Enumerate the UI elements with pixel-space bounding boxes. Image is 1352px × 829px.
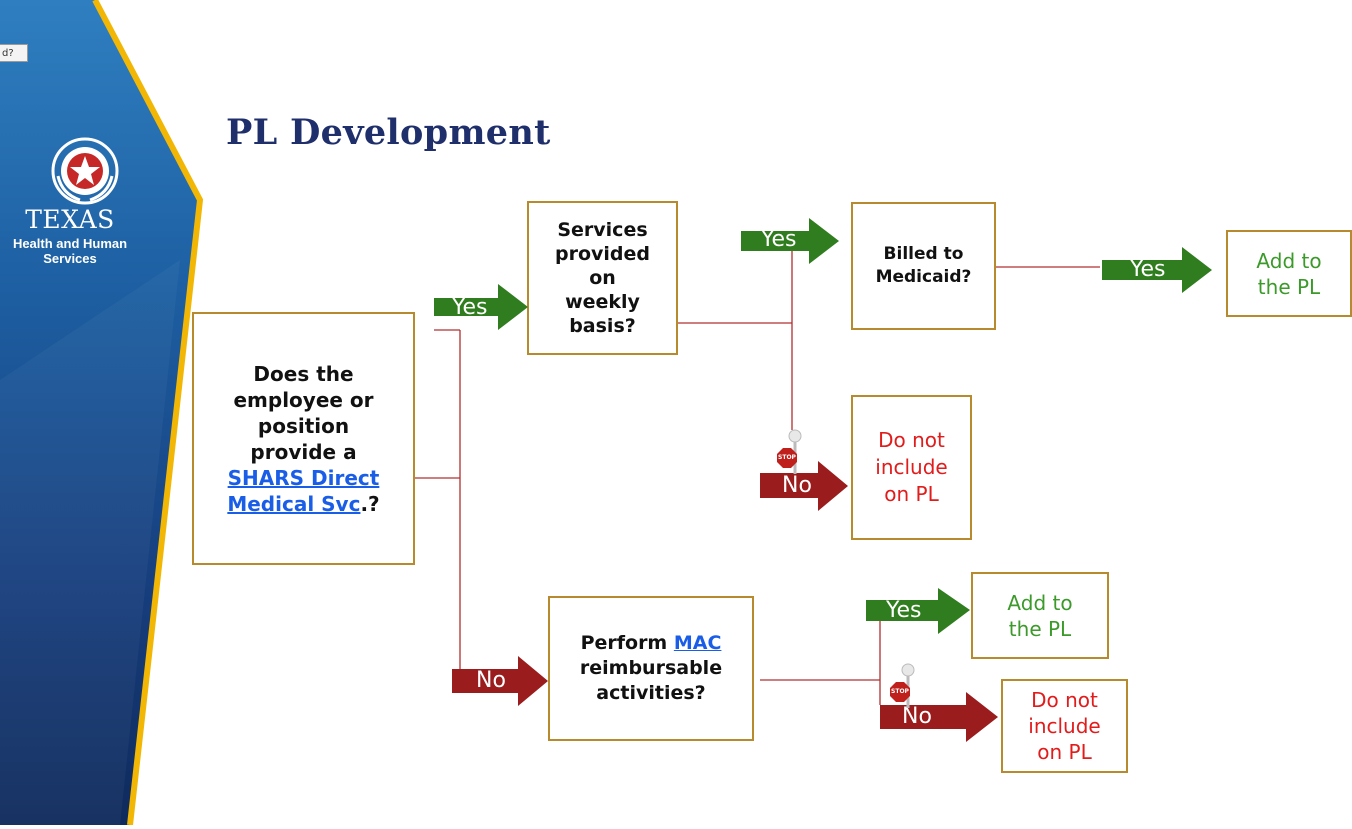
- tooltip-fragment: d?: [0, 44, 28, 62]
- mac-line2: reimbursable: [579, 657, 723, 679]
- do-not-include-box-2: Do not include on PL: [1001, 679, 1128, 773]
- noinc1-line3: on PL: [884, 482, 939, 506]
- yes-arrow-1: Yes: [434, 284, 528, 330]
- yes-arrow-3: Yes: [1102, 247, 1212, 293]
- shars-direct-link[interactable]: SHARS Direct: [227, 465, 380, 490]
- noinc1-line1: Do not: [878, 428, 945, 452]
- mac-prefix: Perform: [580, 632, 674, 654]
- yes-arrow-2-label: Yes: [761, 227, 797, 252]
- weekly-line5: basis?: [569, 315, 636, 337]
- weekly-line2: provided: [554, 243, 650, 265]
- logo-hhs-text-line1: Health and Human: [12, 236, 128, 251]
- no-arrow-2-shape: [452, 656, 548, 706]
- start-line1: Does the: [253, 361, 354, 386]
- yes-arrow-4: Yes: [866, 588, 970, 634]
- yes-arrow-3-shape: [1102, 247, 1212, 293]
- mac-line3: activities?: [596, 682, 706, 704]
- no-arrow-1-shape: [760, 461, 848, 511]
- sidebar-background: [0, 0, 204, 826]
- yes-arrow-4-label: Yes: [886, 598, 922, 623]
- stop-sign-icon-2: STOP: [890, 662, 922, 710]
- start-suffix: .?: [360, 491, 380, 516]
- add1-line1: Add to: [1256, 248, 1322, 273]
- yes-arrow-1-label: Yes: [452, 295, 488, 320]
- medicaid-question-box: Billed to Medicaid?: [851, 202, 996, 330]
- stop-sign-icon-1: STOP: [777, 428, 809, 476]
- noinc2-line1: Do not: [1031, 688, 1098, 712]
- noinc2-line2: include: [1028, 714, 1101, 738]
- start-line2: employee or: [233, 387, 374, 412]
- sidebar-banner: TEXAS Health and Human Services d?: [0, 0, 210, 826]
- weekly-line4: weekly: [565, 291, 640, 313]
- weekly-question-box: Services provided on weekly basis?: [527, 201, 678, 355]
- no-arrow-2-label: No: [476, 668, 506, 693]
- add2-line1: Add to: [1007, 590, 1073, 615]
- stop-sign-figure-1: [777, 429, 802, 474]
- logo-texas-text: TEXAS: [25, 205, 115, 234]
- mac-question-box: Perform MAC reimbursable activities?: [548, 596, 754, 741]
- no-arrow-3-label: No: [902, 704, 932, 729]
- medical-svc-link[interactable]: Medical Svc: [227, 491, 361, 516]
- no-arrow-3-shape: [880, 692, 998, 742]
- yes-arrow-2: Yes: [741, 218, 839, 264]
- yes-arrow-2-shape: [741, 218, 839, 264]
- stop-sign-1-text: STOP: [778, 454, 796, 461]
- start-question-box: Does the employee or position provide a …: [192, 312, 415, 565]
- yes-arrow-4-shape: [866, 588, 970, 634]
- yes-arrow-3-label: Yes: [1130, 257, 1166, 282]
- medicaid-line1: Billed to: [883, 244, 964, 264]
- page-title: PL Development: [226, 112, 551, 153]
- weekly-line3: on: [589, 267, 616, 289]
- no-arrow-2: No: [452, 656, 548, 706]
- medicaid-line2: Medicaid?: [875, 267, 972, 287]
- start-line3: position: [257, 413, 350, 438]
- stop-sign-figure-2: [890, 663, 915, 708]
- mac-link[interactable]: MAC: [673, 632, 722, 654]
- noinc1-line2: include: [875, 455, 948, 479]
- add2-line2: the PL: [1008, 616, 1072, 641]
- logo-hhs-text-line2: Services: [43, 251, 97, 266]
- start-line4: provide a: [250, 439, 357, 464]
- do-not-include-box-1: Do not include on PL: [851, 395, 972, 540]
- no-arrow-1-label: No: [782, 473, 812, 498]
- no-arrow-1: No: [760, 461, 848, 511]
- weekly-line1: Services: [557, 219, 648, 241]
- stop-sign-2-text: STOP: [891, 688, 909, 695]
- add1-line2: the PL: [1257, 274, 1321, 299]
- add-to-pl-box-2: Add to the PL: [971, 572, 1109, 659]
- add-to-pl-box-1: Add to the PL: [1226, 230, 1352, 317]
- texas-seal-icon: [51, 137, 119, 205]
- yes-arrow-1-shape: [434, 284, 528, 330]
- noinc2-line3: on PL: [1037, 740, 1092, 764]
- no-arrow-3: No: [880, 692, 998, 742]
